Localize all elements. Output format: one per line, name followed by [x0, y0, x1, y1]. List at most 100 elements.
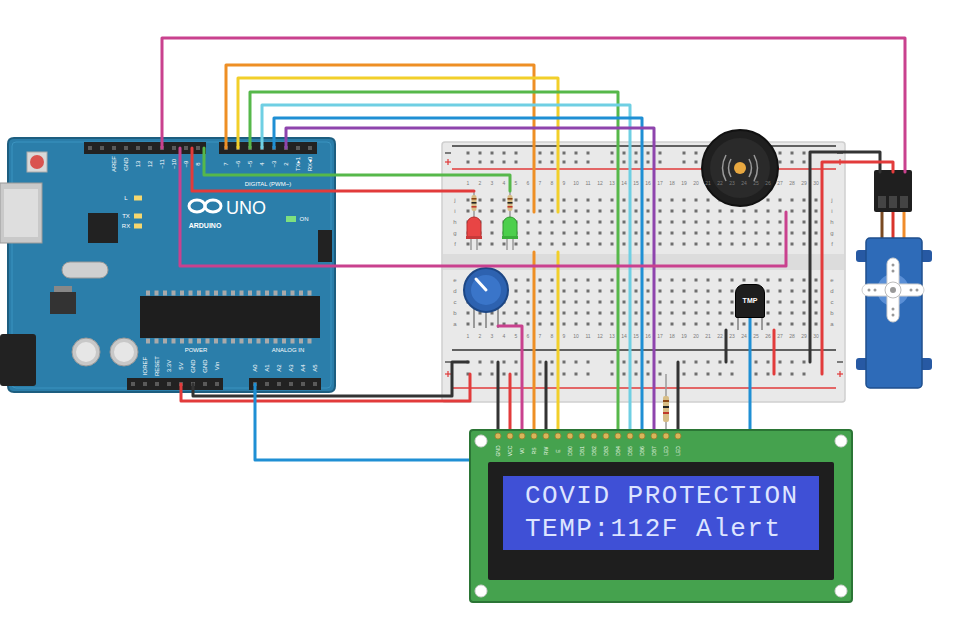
breadboard-hole [647, 373, 650, 376]
breadboard-hole [671, 290, 674, 293]
breadboard-hole [659, 199, 662, 202]
breadboard-hole [623, 243, 626, 246]
breadboard-hole [503, 161, 506, 164]
jumper-wire [250, 92, 618, 436]
header-pin [131, 382, 135, 386]
column-number: 19 [681, 334, 687, 339]
breadboard-hole [671, 199, 674, 202]
pin-label: A0 [252, 364, 258, 371]
row-letter: g [453, 230, 456, 236]
sensor-label: TMP [743, 297, 758, 305]
breadboard-hole [611, 290, 614, 293]
breadboard-hole [671, 323, 674, 326]
column-number: 17 [657, 334, 663, 339]
lcd-pin-label: DB5 [628, 446, 633, 456]
column-number: 20 [693, 334, 699, 339]
buzzer-symbol [723, 155, 727, 181]
breadboard-hole [779, 312, 782, 315]
breadboard-hole [623, 323, 626, 326]
breadboard-hole [551, 161, 554, 164]
breadboard-hole [635, 199, 638, 202]
jumper-wire [509, 374, 512, 436]
resistor-symbol [472, 195, 477, 211]
breadboard-hole [767, 232, 770, 235]
row-letter: f [454, 241, 456, 247]
pin-label: Vin [214, 362, 220, 371]
row-letter: d [830, 288, 833, 294]
header-label: DIGITAL (PWM~) [245, 181, 292, 187]
breadboard-hole [767, 323, 770, 326]
column-number: 7 [539, 181, 542, 186]
servo-motor [874, 170, 912, 212]
jumper-wire [162, 38, 905, 436]
breadboard-hole [767, 301, 770, 304]
pin-label: 13 [135, 161, 141, 168]
resistor-symbol [472, 191, 513, 218]
breadboard-hole [815, 221, 818, 224]
breadboard-hole [791, 221, 794, 224]
lcd-pin [615, 433, 621, 439]
row-letter: i [454, 208, 455, 214]
pin-label: 7 [223, 162, 229, 165]
breadboard-hole [803, 361, 806, 364]
breadboard-hole [707, 312, 710, 315]
breadboard-hole [599, 323, 602, 326]
servo-motor [892, 308, 895, 311]
breadboard-hole [563, 373, 566, 376]
breadboard-hole [815, 210, 818, 213]
rail-sign [445, 361, 451, 362]
resistor-symbol [663, 406, 669, 408]
column-number: 23 [729, 181, 735, 186]
breadboard-hole [743, 221, 746, 224]
breadboard-hole [539, 301, 542, 304]
breadboard-hole [815, 243, 818, 246]
buzzer-symbol [729, 159, 732, 177]
breadboard-hole [755, 279, 758, 282]
breadboard-hole [779, 323, 782, 326]
breadboard-hole [575, 210, 578, 213]
breadboard-hole [779, 152, 782, 155]
breadboard-hole [803, 279, 806, 282]
breadboard-hole [611, 152, 614, 155]
column-number: 6 [527, 334, 530, 339]
breadboard-hole [515, 312, 518, 315]
column-number: 3 [491, 181, 494, 186]
column-number: 2 [479, 181, 482, 186]
column-number: 25 [753, 334, 759, 339]
pin-label: ~10 [171, 159, 177, 169]
lcd-pin [495, 433, 681, 439]
column-number: 21 [705, 334, 711, 339]
breadboard-hole [539, 323, 542, 326]
header-pin [155, 382, 159, 386]
breadboard-hole [647, 301, 650, 304]
header-label: ANALOG IN [272, 347, 305, 353]
led-symbol [466, 217, 518, 250]
servo-motor [856, 170, 932, 388]
breadboard-hole [671, 312, 674, 315]
microcontroller-chip [140, 296, 320, 338]
column-number: 30 [813, 334, 819, 339]
breadboard-hole [515, 290, 518, 293]
row-letter: i [831, 208, 832, 214]
lcd-pin-label: RW [544, 447, 549, 455]
breadboard-hole [539, 312, 542, 315]
breadboard-hole [815, 232, 818, 235]
breadboard-hole [719, 210, 722, 213]
servo-motor [868, 289, 871, 292]
lcd-pin-label: LED [676, 446, 681, 456]
lcd-pin-label: RS [532, 448, 537, 455]
breadboard-hole [791, 312, 794, 315]
breadboard-hole [647, 279, 650, 282]
breadboard-hole [527, 210, 530, 213]
row-letter: h [453, 219, 456, 225]
breadboard-hole [635, 210, 638, 213]
breadboard-hole [743, 210, 746, 213]
breadboard-hole [683, 210, 686, 213]
rail-sign [445, 152, 451, 153]
resistor-symbol [508, 195, 513, 211]
breadboard-hole [791, 290, 794, 293]
pin-header [84, 142, 206, 154]
column-number: 8 [551, 181, 554, 186]
breadboard-hole [743, 279, 746, 282]
breadboard-hole [791, 243, 794, 246]
